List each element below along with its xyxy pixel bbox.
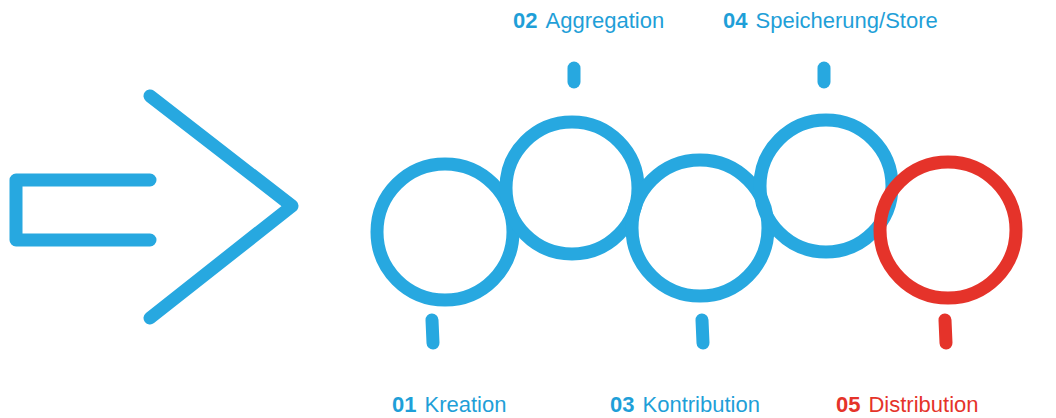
arrow-shaft <box>16 180 150 240</box>
label-group: 03 Kontribution <box>610 392 760 418</box>
leader-line <box>945 320 946 343</box>
leader-line <box>818 68 831 82</box>
chain-link <box>632 160 768 296</box>
leader-line <box>432 320 433 343</box>
step-name: Kreation <box>424 392 506 417</box>
step-number: 05 <box>836 392 860 417</box>
step-number: 02 <box>513 8 537 33</box>
chain-link <box>377 164 513 300</box>
chain-link-highlight <box>880 162 1016 298</box>
label-group: 01 Kreation <box>392 392 506 418</box>
step-number: 04 <box>723 8 747 33</box>
leader-line <box>568 68 581 82</box>
step-number: 01 <box>392 392 416 417</box>
step-number: 03 <box>610 392 634 417</box>
chain-link <box>760 120 892 252</box>
label-group: 05 Distribution <box>836 392 979 418</box>
step-name: Aggregation <box>545 8 664 33</box>
step-name: Distribution <box>868 392 978 417</box>
chain-link <box>506 122 638 254</box>
leader-line <box>702 320 703 343</box>
arrow-head <box>150 96 292 318</box>
step-name: Kontribution <box>642 392 759 417</box>
label-group: 04 Speicherung/Store <box>723 8 938 34</box>
label-group: 02 Aggregation <box>513 8 664 34</box>
step-name: Speicherung/Store <box>755 8 937 33</box>
